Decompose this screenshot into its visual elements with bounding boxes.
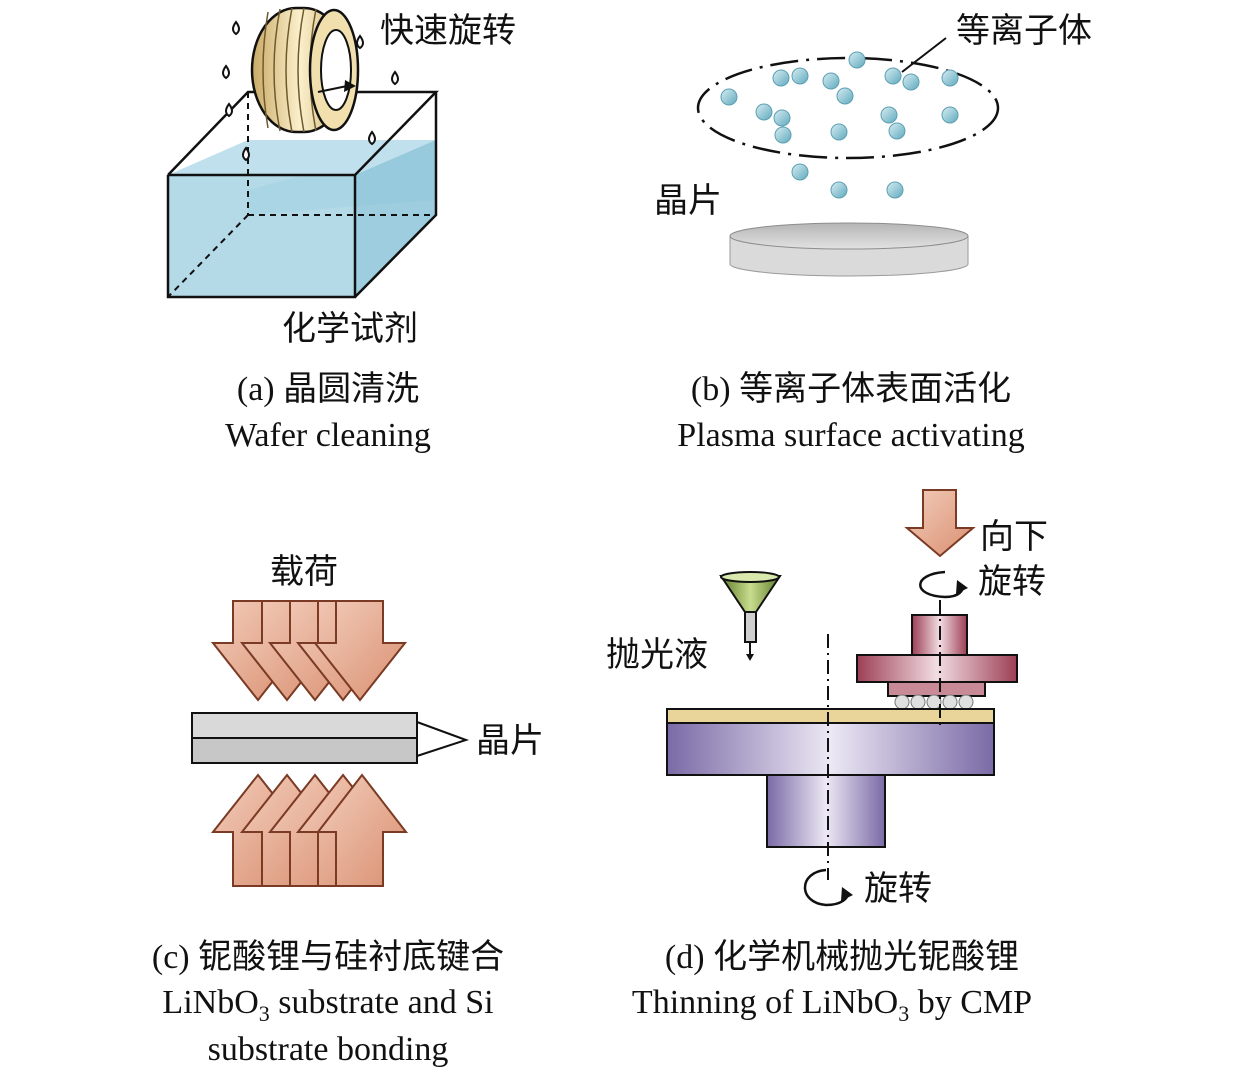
caption-b-en: Plasma surface activating [677, 417, 1024, 454]
spinning-wafer-stack-icon [250, 6, 360, 134]
panel-a-wafer-cleaning: 快速旋转 化学试剂 (a) 晶圆清洗 Wafer cleaning [166, 6, 516, 454]
caption-c-en-line2: substrate bonding [208, 1031, 449, 1068]
panel-d-cmp: 向下 旋转 抛光液 旋转 (d) 化学机械抛光铌酸锂 Thinning of L… [606, 489, 1048, 1026]
load-arrows-bottom [210, 773, 409, 887]
droplets [222, 20, 399, 162]
wafer-chuck [856, 614, 1018, 697]
label-chemical-reagent: 化学试剂 [282, 309, 418, 349]
wafer-disk-icon [729, 222, 969, 277]
caption-d-en: Thinning of LiNbO3 by CMP [632, 984, 1032, 1026]
label-slurry: 抛光液 [606, 635, 708, 675]
wafer-stack-c [191, 712, 470, 764]
caption-b-cn: (b) 等离子体表面活化 [691, 370, 1011, 408]
caption-a-cn: (a) 晶圆清洗 [237, 370, 419, 408]
rotation-icon-bottom [803, 868, 853, 907]
caption-a-en: Wafer cleaning [225, 417, 431, 454]
panel-b-plasma-activation: 等离子体 晶片 (b) 等离子体表面活化 Plasma surface acti… [654, 11, 1092, 454]
load-arrows-top [210, 600, 408, 702]
label-fast-spin: 快速旋转 [380, 11, 516, 51]
label-rotate-top: 旋转 [978, 562, 1046, 602]
label-down: 向下 [980, 517, 1048, 557]
down-arrow-icon [904, 489, 976, 558]
slurry-particles [894, 694, 974, 710]
plasma-cloud-outline [696, 56, 1000, 160]
rotation-icon-top [919, 570, 968, 599]
caption-c-cn: (c) 铌酸锂与硅衬底键合 [152, 938, 504, 976]
slurry-funnel-icon [719, 571, 782, 661]
chemical-bath [166, 90, 439, 299]
label-plasma: 等离子体 [956, 11, 1092, 51]
label-wafer-c: 晶片 [476, 721, 544, 761]
label-load: 载荷 [270, 552, 338, 592]
plasma-particles [720, 51, 959, 199]
caption-c-en-line1: LiNbO3 substrate and Si [162, 984, 493, 1026]
label-wafer-b: 晶片 [654, 181, 722, 221]
polishing-platen [666, 708, 995, 848]
panel-c-bonding: 载荷 晶片 (c) 铌酸锂与硅衬底键合 LiNbO3 substrate and… [152, 552, 544, 1068]
label-rotate-bottom: 旋转 [864, 869, 932, 909]
caption-d-cn: (d) 化学机械抛光铌酸锂 [665, 938, 1019, 976]
